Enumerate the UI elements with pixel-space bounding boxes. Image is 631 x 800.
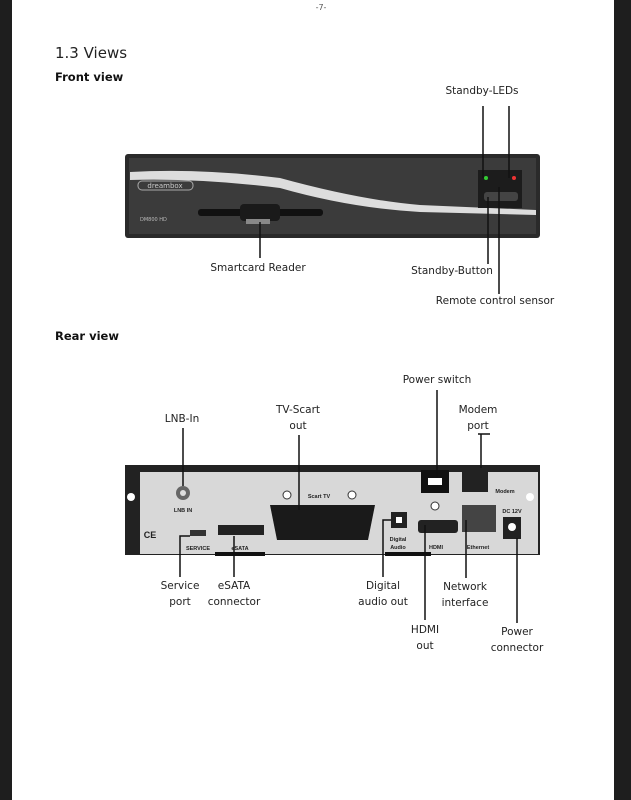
label-smartcard-reader: Smartcard Reader (210, 262, 306, 274)
panel-hdmi-label: HDMI (429, 545, 444, 551)
label-line: TV-Scart (275, 404, 321, 416)
front-brand-logo: dreambox (147, 182, 182, 190)
rear-leader-lines (179, 390, 518, 623)
panel-audio-label-1: Digital (390, 537, 407, 543)
document-page (12, 0, 614, 800)
panel-ethernet-label: Ethernet (467, 545, 489, 551)
label-esata-connector: eSATA connector (208, 578, 261, 610)
panel-modem-label: Modem (495, 489, 514, 495)
label-line: connector (490, 642, 544, 654)
label-line: eSATA (217, 580, 251, 592)
label-service-port: Service port (161, 578, 200, 610)
label-line: port (169, 596, 191, 608)
front-model-label: DM800 HD (140, 217, 167, 223)
label-remote-sensor: Remote control sensor (435, 295, 555, 307)
rear-device-image (125, 465, 540, 556)
page-number: -7- (315, 3, 327, 12)
label-line: audio out (358, 596, 408, 608)
label-lnb-in: LNB-In (164, 413, 200, 425)
label-power-switch: Power switch (402, 374, 472, 386)
section-title: 1.3 Views (55, 44, 128, 62)
label-line: Power (501, 626, 533, 638)
front-view-heading: Front view (55, 70, 124, 84)
label-line: HDMI (410, 624, 440, 636)
panel-esata-label: eSATA (231, 546, 248, 552)
panel-scart-label: Scart TV (308, 494, 331, 500)
front-device-image: dreambox DM800 HD (125, 154, 540, 238)
panel-audio-label-2: Audio (390, 545, 406, 551)
label-line: out (416, 640, 434, 652)
label-line: Network (443, 581, 487, 593)
panel-lnb-label: LNB IN (174, 508, 192, 514)
label-line: Modem (458, 404, 498, 416)
label-line: port (467, 420, 489, 432)
label-standby-button: Standby-Button (411, 265, 493, 277)
panel-dc-label: DC 12V (502, 509, 522, 515)
label-line: Service (160, 580, 200, 592)
label-standby-leds: Standby-LEDs (445, 85, 519, 97)
label-modem-port: Modem port (459, 402, 498, 434)
label-line: Digital (365, 580, 401, 592)
label-hdmi-out: HDMI out (411, 622, 439, 654)
label-tv-scart: TV-Scart out (276, 402, 320, 434)
label-line: out (289, 420, 307, 432)
ce-mark: CE (144, 530, 157, 540)
label-line: connector (207, 596, 261, 608)
label-network-interface: Network interface (442, 579, 489, 611)
label-digital-audio-out: Digital audio out (358, 578, 408, 610)
panel-service-label: SERVICE (186, 546, 210, 552)
rear-view-heading: Rear view (55, 329, 119, 343)
label-power-connector: Power connector (491, 624, 544, 656)
front-leader-lines (259, 106, 510, 294)
label-line: interface (441, 597, 489, 609)
